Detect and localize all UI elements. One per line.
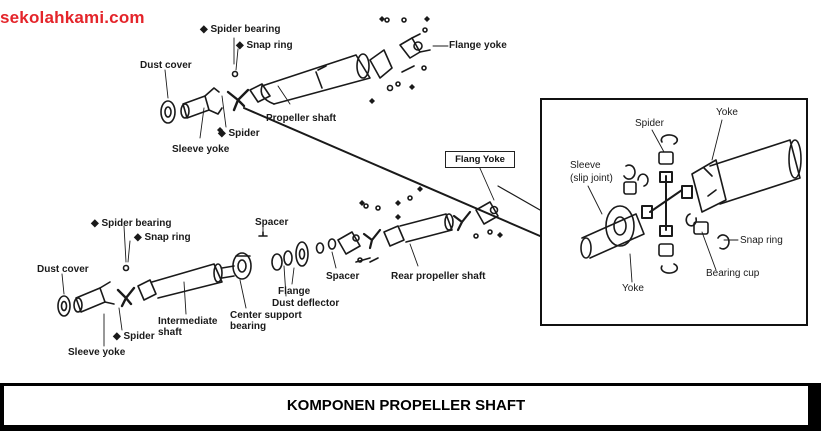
- inset-yoke-shaft: [691, 139, 802, 213]
- inset-label-slip-joint: (slip joint): [570, 173, 613, 184]
- bottom-label-rear-propeller-shaft: Rear propeller shaft: [391, 271, 486, 282]
- inset-sleeve-slip-joint: [580, 205, 645, 259]
- callout-connector-line: [497, 185, 541, 211]
- inset-label-sleeve: Sleeve: [570, 160, 601, 171]
- top-flange-yoke: [399, 33, 431, 59]
- page-title: KOMPONEN PROPELLER SHAFT: [4, 386, 808, 425]
- inset-connector-line: [243, 107, 541, 237]
- bottom-small-parts: [122, 195, 493, 272]
- inset-leaders: [587, 119, 739, 283]
- bottom-label-spider-bearing: ◆ Spider bearing: [91, 218, 172, 229]
- bottom-label-spacer-bottom: Spacer: [326, 271, 360, 282]
- top-dust-cover: [160, 100, 176, 124]
- bottom-rear-flange-yoke: [475, 201, 499, 225]
- top-label-flange-yoke: Flange yoke: [449, 40, 507, 51]
- bottom-sleeve-yoke: [73, 281, 115, 313]
- flang-yoke-callout: Flang Yoke: [445, 151, 515, 168]
- bottom-center-support-bearing: [232, 252, 252, 280]
- title-frame: KOMPONEN PROPELLER SHAFT: [0, 383, 821, 431]
- inset-label-yoke-top: Yoke: [716, 107, 738, 118]
- top-leaders: [164, 37, 449, 139]
- inset-bearing-cups: [623, 151, 709, 257]
- top-label-propeller-shaft: Propeller shaft: [266, 113, 337, 124]
- top-sleeve-yoke: [180, 87, 223, 119]
- top-rear-yoke: [369, 49, 393, 79]
- inset-spider-cross: [641, 171, 693, 237]
- top-label-sleeve-yoke: Sleeve yoke: [172, 144, 230, 155]
- bottom-dust-deflector: [271, 250, 293, 271]
- bottom-label-intermediate-2: shaft: [158, 327, 182, 338]
- bottom-rear-spider: [452, 210, 472, 232]
- bottom-label-center-support-1: Center support: [230, 310, 302, 321]
- bottom-rear-propeller-shaft: [383, 213, 454, 247]
- inset-label-bearing-cup: Bearing cup: [706, 268, 760, 279]
- bottom-spacers: [258, 231, 337, 254]
- inset-label-yoke-bottom: Yoke: [622, 283, 644, 294]
- bottom-flange: [295, 241, 309, 267]
- bottom-dust-cover: [57, 295, 71, 317]
- top-small-parts: [231, 17, 428, 92]
- bottom-leaders: [61, 165, 495, 347]
- top-label-dust-cover: Dust cover: [140, 60, 192, 71]
- bottom-label-sleeve-yoke: Sleeve yoke: [68, 347, 126, 358]
- bottom-label-dust-deflector: Dust deflector: [272, 298, 340, 309]
- bottom-label-flange: Flange: [278, 286, 311, 297]
- inset-label-snap-ring: Snap ring: [740, 235, 783, 246]
- top-label-spider-bearing: ◆ Spider bearing: [200, 24, 281, 35]
- universal-joint-detail-inset: [540, 98, 808, 326]
- top-diamond-markers: [217, 16, 430, 133]
- bottom-spider: [116, 286, 136, 308]
- bottom-label-spider: ◆ Spider: [113, 331, 155, 342]
- bottom-label-intermediate-1: Intermediate: [158, 316, 218, 327]
- bottom-diamond-markers: [359, 186, 503, 238]
- watermark: sekolahkami.com: [0, 8, 145, 27]
- top-spider: [226, 88, 250, 112]
- bottom-mid-spider: [362, 228, 382, 250]
- top-propeller-shaft: [260, 53, 371, 105]
- bottom-label-snap-ring: ◆ Snap ring: [134, 232, 191, 243]
- bottom-label-dust-cover: Dust cover: [37, 264, 89, 275]
- top-label-spider: ◆ Spider: [218, 128, 260, 139]
- bottom-intermediate-shaft: [137, 263, 235, 301]
- top-front-yoke: [249, 83, 271, 103]
- bottom-label-spacer-top: Spacer: [255, 217, 289, 228]
- inset-label-spider: Spider: [635, 118, 664, 129]
- top-label-snap-ring: ◆ Snap ring: [236, 40, 293, 51]
- bottom-label-center-support-2: bearing: [230, 321, 267, 332]
- bottom-mid-yoke: [337, 231, 361, 255]
